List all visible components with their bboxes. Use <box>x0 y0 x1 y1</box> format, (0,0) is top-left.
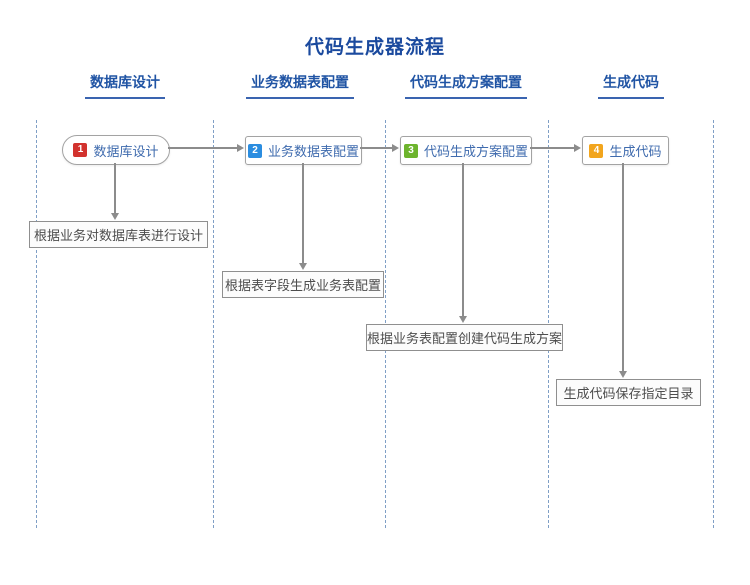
arrow-down-icon <box>111 213 119 220</box>
flow-node-generate-code: 4 生成代码 <box>582 136 669 165</box>
lane-header-database-design: 数据库设计 <box>85 72 165 99</box>
step-2-badge: 2 <box>247 143 262 158</box>
note-box-step3: 根据业务表配置创建代码生成方案 <box>366 324 563 351</box>
connector-step4-note <box>622 163 624 372</box>
connector-step1-step2 <box>168 147 238 149</box>
swimlane-divider-5 <box>713 120 714 528</box>
step-3-badge: 3 <box>403 143 418 158</box>
lane-header-business-table-config: 业务数据表配置 <box>246 72 354 99</box>
connector-step2-step3 <box>360 147 393 149</box>
lane-header-codegen-scheme-config: 代码生成方案配置 <box>405 72 527 99</box>
note-box-step4: 生成代码保存指定目录 <box>556 379 701 406</box>
step-1-badge: 1 <box>73 143 88 157</box>
connector-step3-note <box>462 163 464 317</box>
arrow-down-icon <box>299 263 307 270</box>
arrow-right-icon <box>237 144 244 152</box>
flow-node-database-design: 1 数据库设计 <box>62 135 170 165</box>
lane-header-generate-code: 生成代码 <box>598 72 664 99</box>
arrow-down-icon <box>459 316 467 323</box>
arrow-right-icon <box>574 144 581 152</box>
note-box-step1: 根据业务对数据库表进行设计 <box>29 221 208 248</box>
note-box-step2: 根据表字段生成业务表配置 <box>222 271 384 298</box>
swimlane-divider-1 <box>36 120 37 528</box>
step-1-label: 数据库设计 <box>93 143 159 159</box>
step-4-label: 生成代码 <box>609 144 662 159</box>
flow-node-codegen-scheme-config: 3 代码生成方案配置 <box>400 136 532 165</box>
step-3-label: 代码生成方案配置 <box>423 144 528 159</box>
flow-node-business-table-config: 2 业务数据表配置 <box>245 136 362 165</box>
arrow-down-icon <box>619 371 627 378</box>
arrow-right-icon <box>392 144 399 152</box>
page-title: 代码生成器流程 <box>304 37 445 58</box>
connector-step3-step4 <box>530 147 575 149</box>
connector-step2-note <box>302 163 304 264</box>
connector-step1-note <box>114 163 116 214</box>
swimlane-divider-2 <box>213 120 214 528</box>
step-4-badge: 4 <box>589 143 604 158</box>
step-2-label: 业务数据表配置 <box>267 144 359 159</box>
